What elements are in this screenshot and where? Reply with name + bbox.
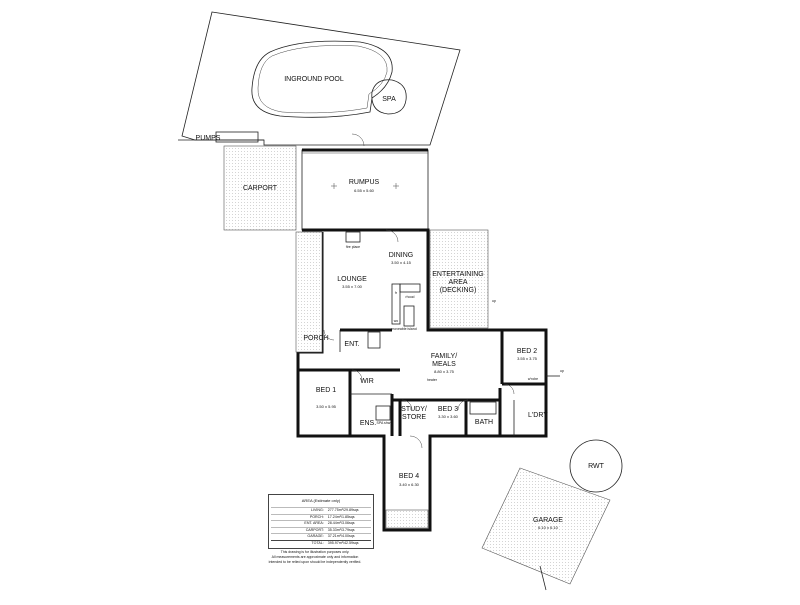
area-row-label: PORCH: (309, 514, 324, 519)
fireplace-label: fire place (346, 245, 360, 249)
fridge-label: fr (395, 291, 398, 295)
area-row-label: LIVING: (311, 508, 324, 512)
lounge-name: LOUNGE (337, 276, 367, 283)
area-row-value: 277.75m²/29.89sqs (327, 508, 359, 512)
porch (295, 231, 323, 353)
island-label: moveable island (391, 327, 416, 331)
ent-label: ENT. (344, 341, 359, 348)
bath-tub (469, 401, 497, 415)
bath-label: BATH (475, 419, 493, 426)
entertaining-label-2: AREA (448, 279, 467, 286)
inground-pool (251, 40, 393, 118)
area-table-box: AREA (Estimate only) LIVING: 277.75m²/29… (268, 494, 374, 549)
kitchen-bench-top (399, 283, 421, 293)
entertaining-label-3: (DECKING) (440, 287, 477, 294)
bed4-window-hatch (385, 509, 429, 529)
hood-label: rhood (406, 295, 415, 299)
disclaimer-line-1: This drawing is for illustration purpose… (280, 550, 350, 554)
area-row-ent-area: ENT. AREA: 28.44m²/3.06sqs (271, 520, 371, 527)
entertaining-label-1: ENTERTAINING (432, 271, 483, 278)
area-row-porch: PORCH: 17.24m²/1.85sqs (271, 513, 371, 521)
ens-shower (375, 405, 391, 421)
heater-label: heater (427, 378, 438, 382)
wir-label: WIR (360, 378, 374, 385)
door-swings (323, 133, 515, 449)
bed1-dims: 3.50 x 5.95 (316, 404, 337, 409)
rainwater-tank (569, 439, 623, 493)
inground-pool-inner (257, 45, 388, 114)
area-row-value: 28.44m²/3.06sqs (327, 521, 355, 526)
ldry-label: L'DRY (528, 412, 548, 419)
deck-up-label: up (492, 299, 496, 303)
moveable-island (403, 305, 415, 327)
disclaimer-line-3: intended to be relied upon should be ind… (268, 560, 362, 564)
ens-label: ENS. (360, 420, 376, 427)
area-row-label: CARPORT: (305, 527, 324, 532)
kitchen-bench-left (391, 283, 401, 325)
house-exterior-walls (296, 228, 548, 532)
spa (371, 79, 407, 115)
bed1-name: BED 1 (316, 387, 336, 394)
family-label-2: MEALS (432, 361, 456, 368)
up-label: up (560, 369, 564, 373)
area-table-title: AREA (Estimate only) (301, 498, 341, 503)
area-row-value: 395.97m²/42.59sqs (327, 540, 359, 545)
area-row-carport: CARPORT: 35.33m²/3.79sqs (271, 526, 371, 534)
area-row-label: GARAGE: (307, 534, 324, 539)
lounge-dims: 3.55 x 7.00 (342, 284, 363, 289)
area-row-garage: GARAGE: 37.21m²/4.00sqs (271, 533, 371, 540)
family-dims: 8.80 x 3.75 (434, 369, 455, 374)
pool-label: INGROUND POOL (284, 76, 344, 83)
carport-label: CARPORT (243, 185, 278, 192)
area-row-label: TOTAL: (311, 540, 324, 545)
area-row-value: 17.24m²/1.85sqs (327, 514, 355, 519)
bed2-name: BED 2 (517, 348, 537, 355)
entry-cupboard (367, 331, 381, 349)
pumps-label: PUMPS (196, 135, 221, 142)
rwt-label: RWT (588, 463, 605, 470)
garage (481, 467, 611, 585)
disclaimer-line-2: All measurements are approximate only an… (271, 555, 359, 559)
shower-label: SPA shwr (377, 421, 393, 425)
area-row-label: ENT. AREA: (304, 521, 324, 526)
dining-dims: 3.50 x 4.15 (391, 260, 412, 265)
study-label-1: STUDY/ (401, 406, 427, 413)
area-row-value: 37.21m²/4.00sqs (327, 534, 355, 539)
garage-door-arrow (539, 565, 547, 591)
area-row-total: TOTAL: 395.97m²/42.59sqs (271, 539, 371, 547)
study-label-2: STORE (402, 414, 426, 421)
spa-label: SPA (382, 96, 396, 103)
dining-name: DINING (389, 252, 414, 259)
bed3-name: BED 3 (438, 406, 458, 413)
garage-name: GARAGE (533, 517, 563, 524)
wrobe-label: w'robe (528, 377, 538, 381)
area-row-living: LIVING: 277.75m²/29.89sqs (271, 507, 371, 514)
porch-label: PORCH (303, 335, 328, 342)
rumpus-ceiling-fan-icons (331, 183, 399, 189)
entertaining-deck (429, 229, 489, 329)
bed2-dims: 3.55 x 3.75 (517, 356, 538, 361)
area-table: AREA (Estimate only) LIVING: 277.75m²/29… (268, 494, 374, 549)
garage-dims: 6.10 x 6.10 (538, 525, 559, 530)
area-row-value: 35.33m²/3.79sqs (327, 527, 355, 532)
family-label-1: FAMILY/ (431, 353, 457, 360)
pumps-box (215, 131, 259, 143)
wall-oven-label: wo (394, 319, 399, 323)
rumpus-name: RUMPUS (349, 179, 380, 186)
rumpus-dims: 6.55 x 5.60 (354, 188, 375, 193)
disclaimer: This drawing is for illustration purpose… (254, 550, 376, 565)
carport (223, 145, 297, 231)
bed4-dims: 3.40 x 6.30 (399, 482, 420, 487)
property-boundary (181, 11, 461, 146)
bed4-name: BED 4 (399, 473, 419, 480)
fireplace (345, 231, 361, 243)
bed3-dims: 3.30 x 3.60 (438, 414, 459, 419)
